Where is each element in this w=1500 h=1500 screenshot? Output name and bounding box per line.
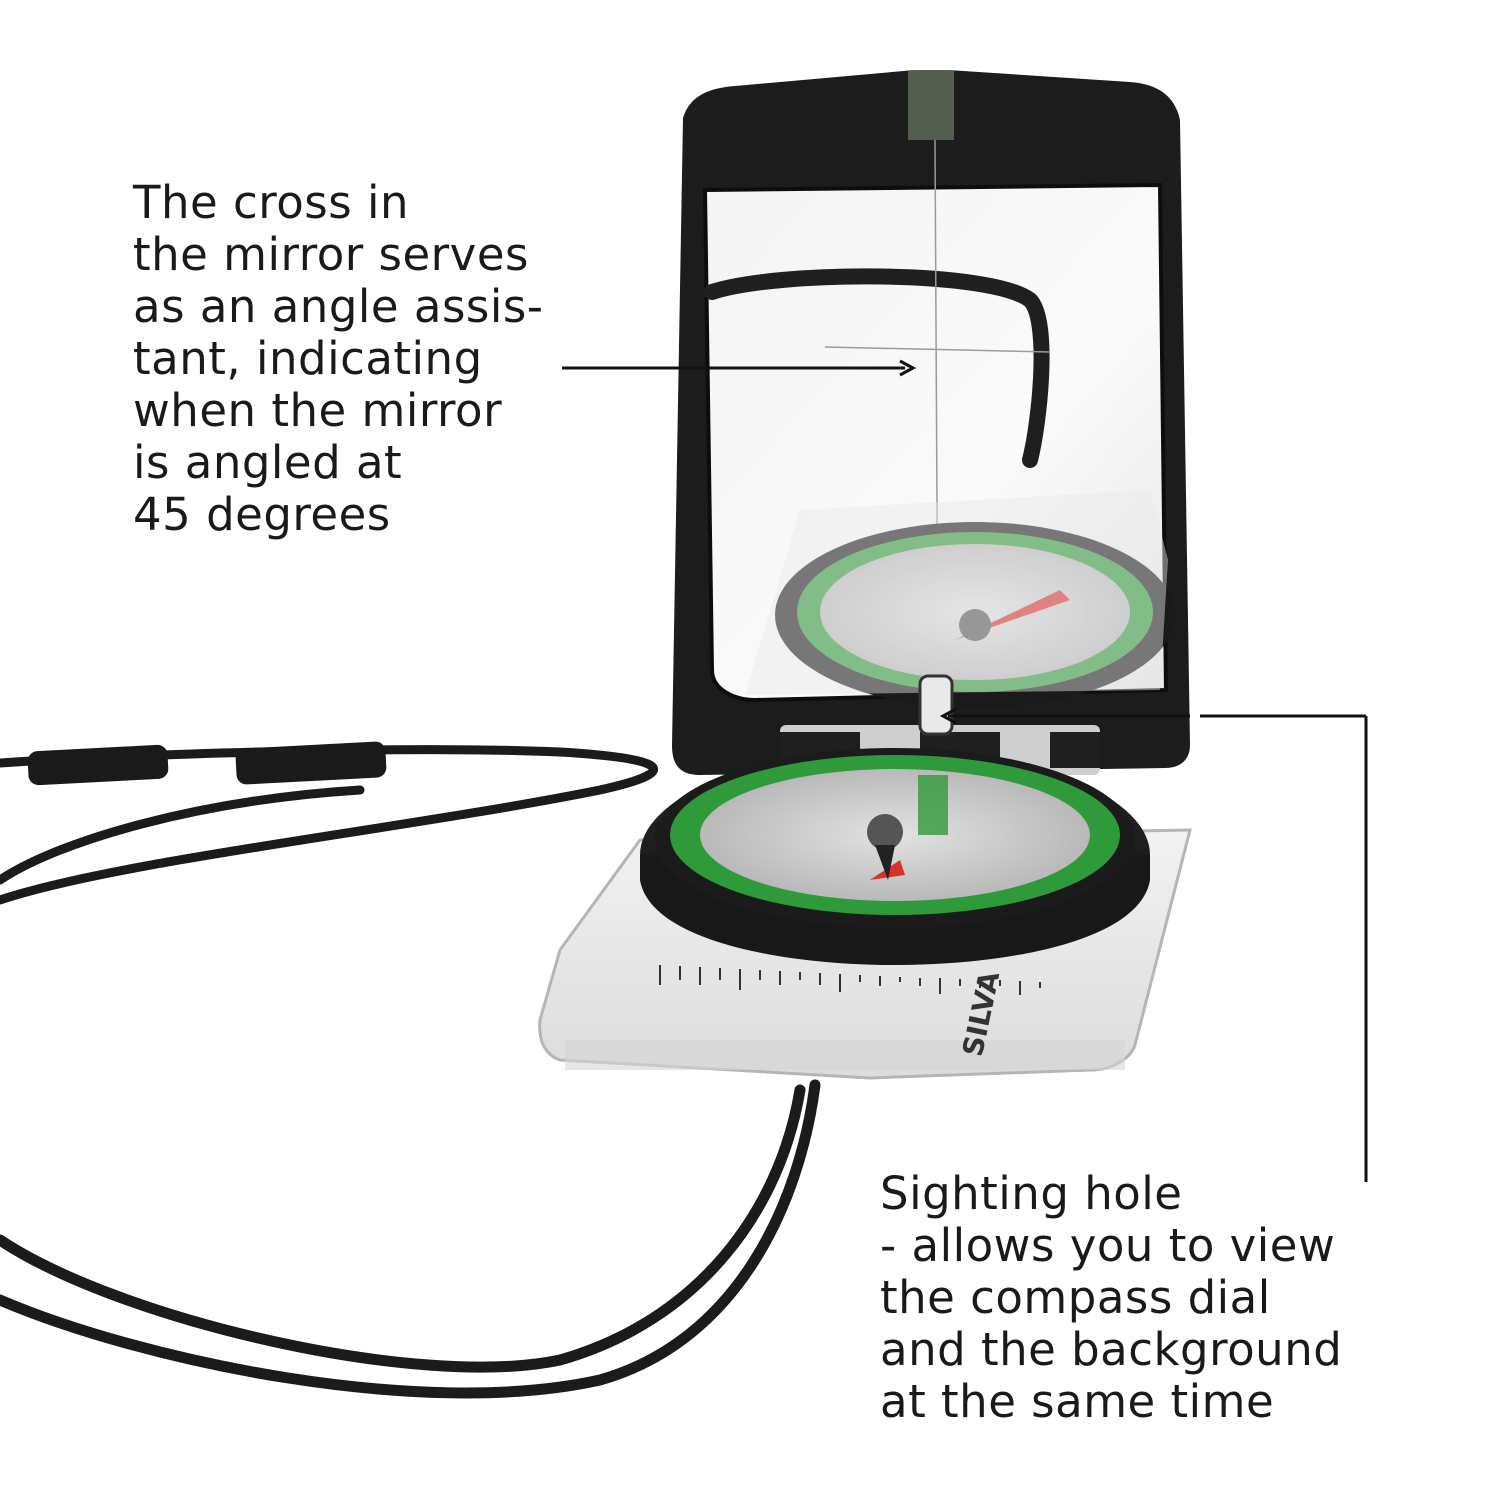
callout-line: is angled at xyxy=(133,436,403,489)
callout-line: the mirror serves xyxy=(133,228,529,281)
cord-end-caps xyxy=(27,741,387,786)
leader-lines xyxy=(562,359,1368,1182)
compass-needle xyxy=(867,814,905,880)
callout-line: when the mirror xyxy=(133,384,503,437)
callout-line: tant, indicating xyxy=(133,332,483,385)
callout-line: - allows you to view xyxy=(880,1219,1336,1272)
callout-mirror-cross: The cross in the mirror serves as an ang… xyxy=(133,177,544,541)
callout-line: Sighting hole xyxy=(880,1167,1183,1220)
callout-line: The cross in xyxy=(133,176,409,229)
callout-line: as an angle assis- xyxy=(133,280,544,333)
callout-line: at the same time xyxy=(880,1375,1275,1428)
callout-line: 45 degrees xyxy=(133,488,391,541)
mirror-lid xyxy=(672,70,1190,775)
callout-line: the compass dial xyxy=(880,1271,1271,1324)
callout-sighting-hole: Sighting hole - allows you to view the c… xyxy=(880,1168,1342,1428)
callout-line: and the background xyxy=(880,1323,1343,1376)
sighting-hole xyxy=(918,674,954,736)
ruler-ticks xyxy=(659,965,1041,995)
compass-capsule xyxy=(640,748,1150,965)
reflected-dial xyxy=(775,522,1175,708)
